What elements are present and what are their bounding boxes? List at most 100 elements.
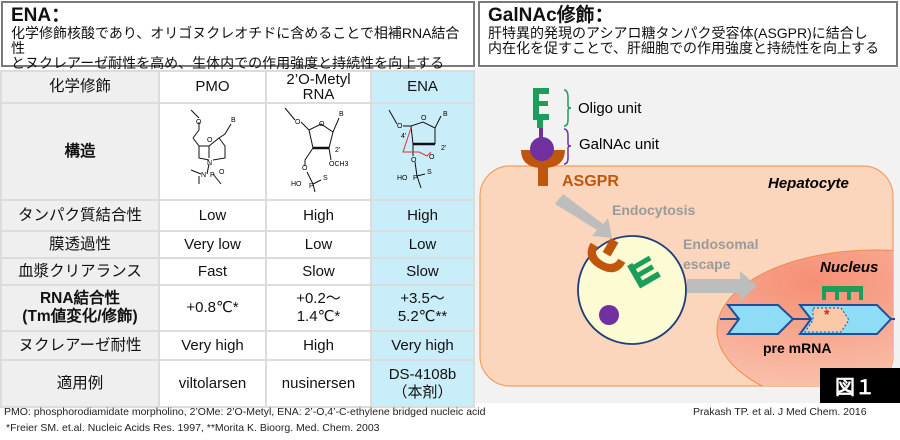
cell-ena: Very high [370,330,475,361]
endosomal-label: Endosomal [683,236,758,252]
row-label: RNA結合性(Tm値変化/修飾) [0,284,160,332]
header-label: 化学修飾 [0,70,160,104]
svg-text:O: O [302,165,308,172]
svg-text:N: N [201,172,206,179]
footnote-abbreviations: PMO: phosphorodiamidate morpholino, 2’OM… [4,406,486,418]
svg-text:S: S [427,169,432,176]
table-row: 適用例 viltolarsen nusinersen DS-4108b（本剤） [0,359,475,408]
svg-text:B: B [443,111,448,118]
hepatocyte-label: Hepatocyte [768,175,849,192]
figure-citation: Prakash TP. et al. J Med Chem. 2016 [693,406,867,418]
table-row: 膜透過性 Very low Low Low [0,230,475,259]
cell-pmo: viltolarsen [158,359,267,408]
row-label: タンパク質結合性 [0,199,160,232]
cell-pmo: Very low [158,230,267,259]
svg-text:2': 2' [441,145,446,152]
svg-text:O: O [319,121,325,128]
escape-label: escape [683,256,731,272]
cell-ome: High [265,330,372,361]
svg-text:O: O [207,137,213,144]
cell-ena: Slow [370,257,475,286]
figure-label: 図１ [835,377,875,399]
galnac-desc-line: 肝特異的発現のアシアロ糖タンパク受容体(ASGPR)に結合し [488,25,868,41]
oligo-bracket [563,89,572,127]
cell-pmo: Low [158,199,267,232]
endosomal-escape-arrow [687,271,757,301]
table-row: ヌクレアーゼ耐性 Very high High Very high [0,330,475,361]
svg-text:S: S [323,175,328,182]
header-ena: ENA [370,70,475,104]
ena-description-box: ENA： 化学修飾核酸であり、オリゴヌクレオチドに含めることで相補RNA結合性 … [1,1,475,71]
nucleus-label: Nucleus [820,259,878,276]
released-galnac-icon [599,305,619,325]
svg-text:P: P [210,172,215,179]
cell-ome: +0.2～1.4℃* [265,284,372,332]
svg-text:OCH3: OCH3 [329,161,349,168]
svg-text:B: B [231,117,236,124]
svg-text:P: P [309,183,314,190]
svg-text:O: O [429,154,435,161]
target-site [804,307,850,333]
svg-text:4': 4' [401,133,406,140]
header-pmo: PMO [158,70,267,104]
table-row: RNA結合性(Tm値変化/修飾) +0.8℃* +0.2～1.4℃* +3.5～… [0,284,475,332]
cell-pmo: Fast [158,257,267,286]
ena-desc-line: とヌクレアーゼ耐性を高め、生体内での作用強度と持続性を向上する [11,55,445,71]
ena-desc-line: 化学修飾核酸であり、オリゴヌクレオチドに含めることで相補RNA結合性 [11,25,460,56]
svg-text:2': 2' [335,147,340,154]
row-label: 適用例 [0,359,160,408]
table-row: 血漿クリアランス Fast Slow Slow [0,257,475,286]
oligo-unit-label: Oligo unit [578,100,642,117]
cell-ena: High [370,199,475,232]
exon-1 [725,304,795,335]
cell-ome: nusinersen [265,359,372,408]
galnac-mechanism-diagram: Oligo unit GalNAc unit ASGPR Hepatocyte … [475,68,900,403]
footnote-references: *Freier SM. et.al. Nucleic Acids Res. 19… [6,422,380,434]
bound-oligo-icon [822,286,863,300]
cell-ome: High [265,199,372,232]
cell-ena: DS-4108b（本剤） [370,359,475,408]
cell-ena: +3.5～5.2℃** [370,284,475,332]
cell-pmo: +0.8℃* [158,284,267,332]
svg-text:O: O [397,123,403,130]
galnac-title: GalNAc修飾： [488,5,614,26]
endocytosis-arrow [555,194,612,238]
svg-text:O: O [411,157,417,164]
svg-text:O: O [219,169,225,176]
svg-text:HO: HO [397,175,408,182]
ena-structure: O O B 4' 2' O O HO P S [370,102,475,201]
galnac-oligo-conjugate-icon [530,88,554,161]
cell-pmo: Very high [158,330,267,361]
galnac-unit-label: GalNAc unit [579,136,660,153]
asgpr-label: ASGPR [562,173,619,190]
cell-ome: Low [265,230,372,259]
galnac-description-box: GalNAc修飾： 肝特異的発現のアシアロ糖タンパク受容体(ASGPR)に結合し… [478,1,898,67]
cell-ome: Slow [265,257,372,286]
galnac-desc-line: 内在化を促すことで、肝細胞での作用強度と持続性を向上する [488,40,880,56]
svg-text:N: N [207,160,212,167]
table-row: タンパク質結合性 Low High High [0,199,475,232]
ena-title: ENA： [11,5,71,26]
svg-text:O: O [295,119,301,126]
internalized-receptor-icon [587,238,626,273]
row-label: 血漿クリアランス [0,257,160,286]
released-oligo-icon [627,255,661,289]
row-label: 膜透過性 [0,230,160,259]
svg-text:O: O [196,119,202,126]
cell-ena: Low [370,230,475,259]
target-asterisk-icon: * [824,306,830,322]
pre-mrna-label: pre mRNA [763,340,831,356]
figure-label-box [820,368,900,403]
row-label: ヌクレアーゼ耐性 [0,330,160,361]
svg-text:O: O [421,115,427,122]
structure-label: 構造 [0,102,160,201]
endocytosis-label: Endocytosis [612,202,695,218]
svg-text:HO: HO [291,181,302,188]
svg-text:P: P [413,175,418,182]
